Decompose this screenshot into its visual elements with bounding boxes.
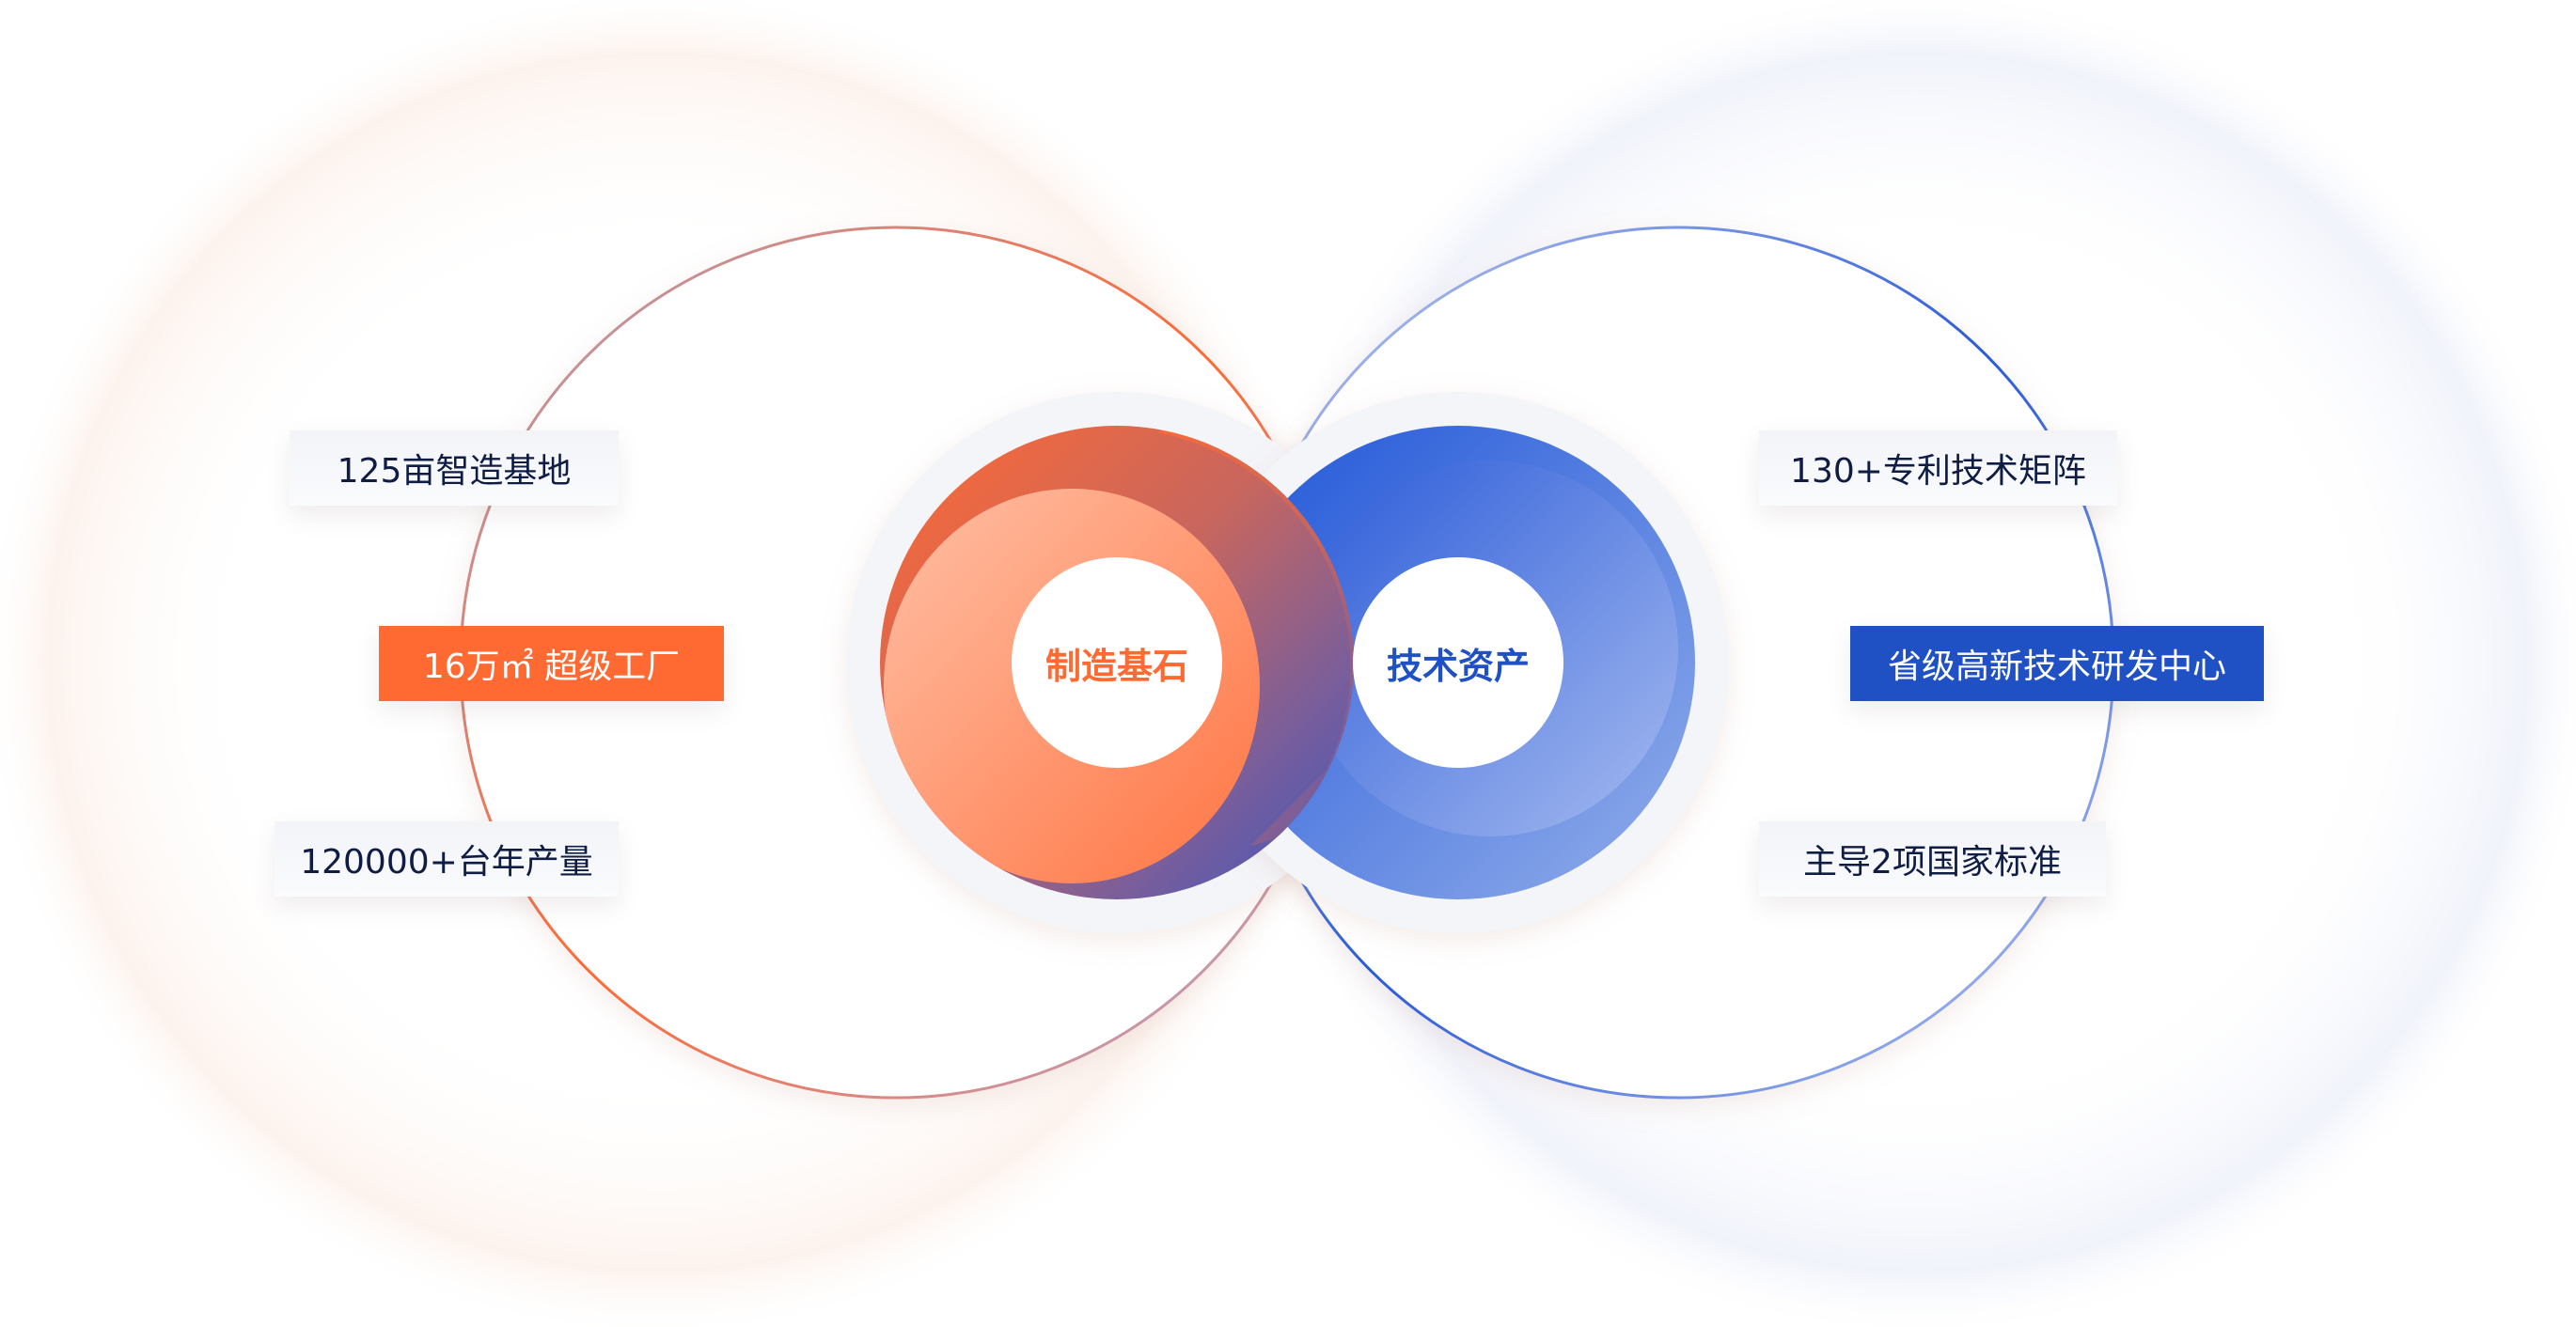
tag-national-standards: 主导2项国家标准 xyxy=(1759,821,2106,897)
tag-annual-output: 120000+台年产量 xyxy=(275,821,619,897)
center-label-technology: 技术资产 xyxy=(1386,645,1530,687)
center-label-manufacturing: 制造基石 xyxy=(1045,645,1188,687)
donut-left-hole xyxy=(1012,557,1222,768)
tag-super-factory: 16万㎡ 超级工厂 xyxy=(379,626,724,701)
tag-base-area: 125亩智造基地 xyxy=(290,430,619,506)
tag-rd-center: 省级高新技术研发中心 xyxy=(1850,626,2264,701)
tag-patents: 130+专利技术矩阵 xyxy=(1759,430,2117,506)
donut-right-hole xyxy=(1353,557,1563,768)
